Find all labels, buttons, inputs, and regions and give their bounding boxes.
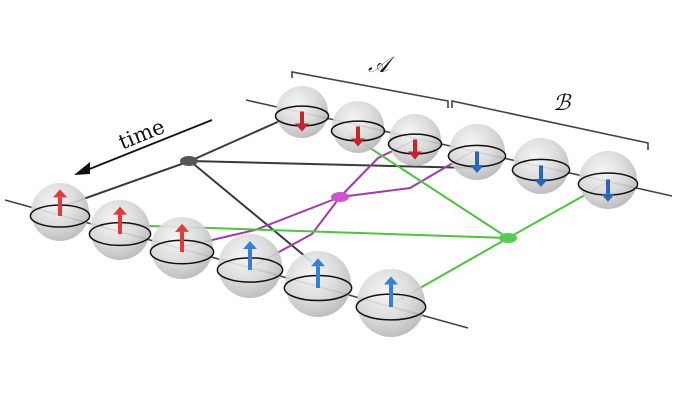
spin-sphere: [88, 200, 152, 260]
region-b-label: ℬ: [553, 91, 572, 116]
green-node: [499, 233, 517, 243]
spin-sphere: [387, 114, 443, 166]
region-a-label: 𝒜: [368, 53, 395, 78]
spin-sphere: [29, 183, 91, 241]
spin-sphere: [216, 234, 284, 298]
spin-up-arrow-icon: [175, 223, 189, 252]
spin-up-arrow-icon: [384, 276, 398, 307]
spin-sphere: [447, 124, 507, 180]
brace-icon: [291, 71, 449, 108]
spin-up-arrow-icon: [311, 258, 325, 288]
magenta-node: [331, 192, 349, 202]
spin-sphere: [274, 86, 330, 138]
spin-sphere: [577, 151, 639, 209]
spin-down-arrow-icon: [295, 111, 309, 132]
spin-sphere: [330, 101, 386, 153]
spin-sphere: [149, 217, 215, 279]
time-arrow-icon: [74, 119, 213, 175]
spin-down-arrow-icon: [470, 151, 484, 173]
spin-down-arrow-icon: [351, 126, 365, 147]
spin-sphere: [511, 138, 571, 194]
spin-down-arrow-icon: [408, 139, 422, 160]
spin-sphere: [283, 251, 353, 317]
spin-down-arrow-icon: [601, 179, 615, 202]
brace-icon: [451, 100, 649, 150]
spin-down-arrow-icon: [534, 165, 548, 187]
black-node: [180, 156, 198, 166]
spin-up-arrow-icon: [113, 206, 127, 234]
spin-up-arrow-icon: [53, 189, 67, 216]
spin-sphere: [355, 269, 427, 337]
spin-up-arrow-icon: [243, 241, 257, 270]
